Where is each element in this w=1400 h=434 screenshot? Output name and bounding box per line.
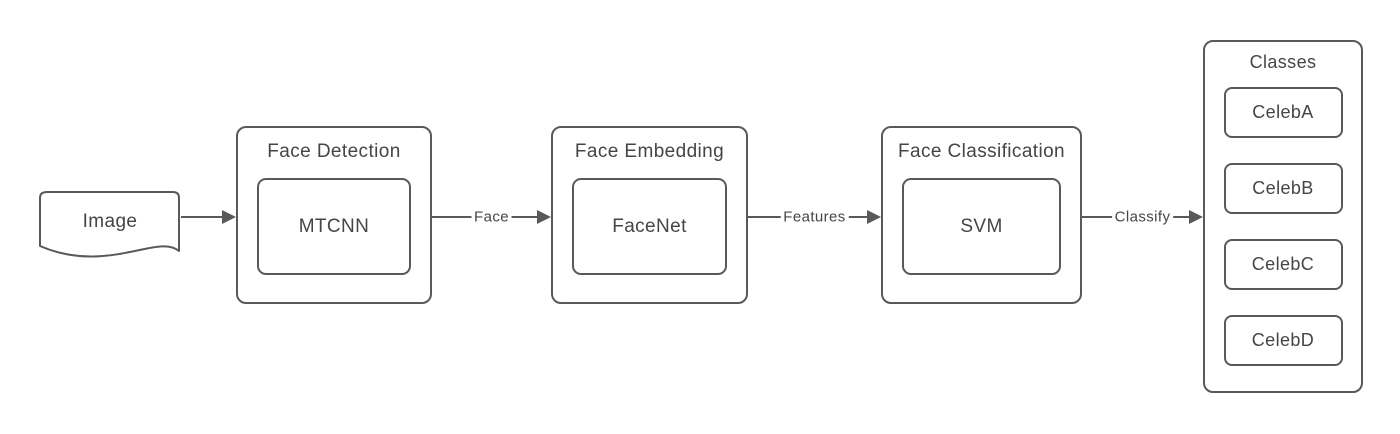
arrow-label-classify: Classify (1111, 208, 1174, 226)
stage-title-face-classification: Face Classification (897, 141, 1066, 162)
stage-title-face-embedding: Face Embedding (574, 141, 725, 162)
image-node-label: Image (82, 211, 138, 232)
component-mtcnn: MTCNN (257, 178, 411, 275)
arrow-head-icon (537, 210, 551, 224)
arrow-head-icon (1189, 210, 1203, 224)
stage-title-face-detection: Face Detection (267, 141, 401, 162)
class-item-celebd: CelebD (1223, 315, 1343, 366)
stage-face-detection: Face Detection MTCNN (236, 126, 432, 304)
arrow-head-icon (222, 210, 236, 224)
arrow-head-icon (867, 210, 881, 224)
arrow-line (181, 216, 227, 218)
class-item-celeba: CelebA (1223, 87, 1343, 138)
class-item-celebb: CelebB (1223, 163, 1343, 214)
component-svm: SVM (902, 178, 1061, 275)
class-item-celebc: CelebC (1223, 239, 1343, 290)
arrow-label-face: Face (471, 208, 512, 226)
classes-node: Classes CelebA CelebB CelebC CelebD (1203, 40, 1363, 393)
classes-title: Classes (1249, 52, 1317, 72)
image-node: Image (39, 191, 181, 269)
stage-face-classification: Face Classification SVM (881, 126, 1082, 304)
document-shape (39, 191, 180, 258)
component-facenet: FaceNet (572, 178, 727, 275)
stage-face-embedding: Face Embedding FaceNet (551, 126, 748, 304)
arrow-label-features: Features (780, 208, 849, 226)
